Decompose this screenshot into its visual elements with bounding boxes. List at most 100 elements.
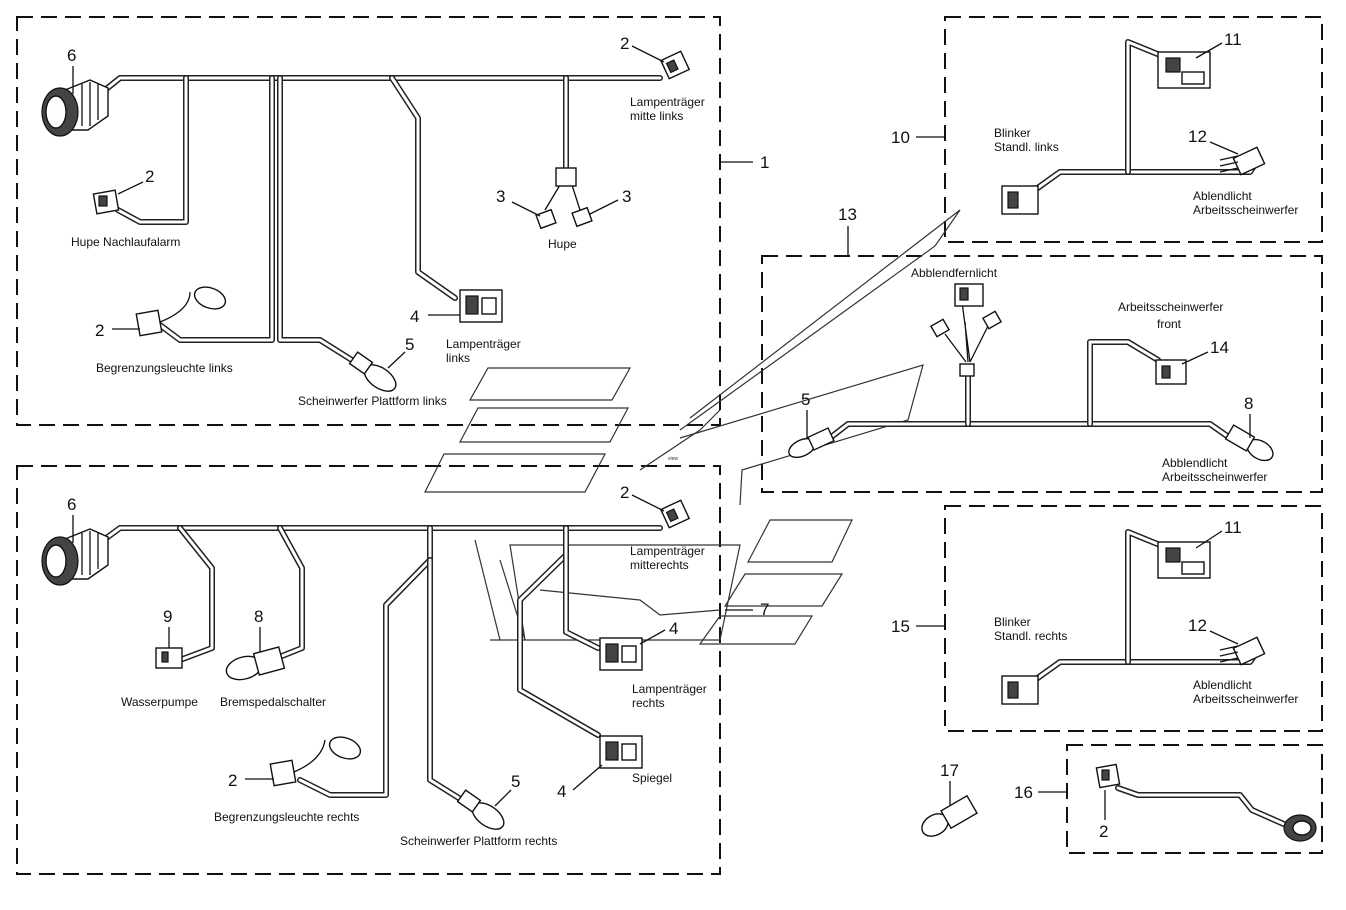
callout-2-begr-links: 2 [95,321,104,340]
label-abbl-arb-1: Abblendlicht [1162,456,1228,470]
callout-14: 14 [1210,338,1229,357]
connector-12-top [1219,146,1266,176]
callout-8-bremspedal: 8 [254,607,263,626]
callout-6-top: 6 [67,46,76,65]
label-blinker-rechts-1: Blinker [994,615,1031,629]
label-arb-front-1: Arbeitsscheinwerfer [1118,300,1223,314]
label-lamp-mitterechts-1: Lampenträger [630,544,705,558]
label-blinker-links-1: Blinker [994,126,1031,140]
callout-15: 15 [891,617,910,636]
callout-10: 10 [891,128,910,147]
harness-15-wires [1029,529,1261,685]
harness-16-wires [1115,785,1289,828]
connector-blinker-links [1001,185,1039,215]
callout-6-bottom: 6 [67,495,76,514]
label-begr-links: Begrenzungsleuchte links [96,361,233,375]
callout-9: 9 [163,607,172,626]
harness-13-wires [827,301,1233,441]
frame-harness-13 [761,255,1323,493]
callout-13: 13 [838,205,857,224]
connector-6-bottom [41,528,109,586]
label-begr-rechts: Begrenzungsleuchte rechts [214,810,359,824]
label-arb-front-2: front [1157,317,1182,331]
callout-2-hupe-nachlaufalarm: 2 [145,167,154,186]
label-lamp-links-1: Lampenträger [446,337,521,351]
label-abl-arb-1b: Arbeitsscheinwerfer [1193,203,1298,217]
connector-8-bremspedalschalter [225,646,286,681]
connector-5-schein-rechts [456,789,505,830]
frame-harness-10 [944,16,1323,243]
connector-3-hupe [535,167,593,230]
label-schein-rechts: Scheinwerfer Plattform rechts [400,834,557,848]
connector-8-harness-13 [1224,424,1274,462]
connector-2-begr-rechts [269,736,362,787]
callout-2-lamp-mitterechts: 2 [620,483,629,502]
connector-11-top [1157,51,1211,89]
callout-2-lamp-mitte-links: 2 [620,34,629,53]
label-lamp-links-2: links [446,351,470,365]
callout-5-schein-links: 5 [405,335,414,354]
callout-12-top: 12 [1188,127,1207,146]
callout-3-left: 3 [496,187,505,206]
callout-11-top: 11 [1224,30,1242,49]
label-hupe-nachlaufalarm: Hupe Nachlaufalarm [71,235,180,249]
callout-1: 1 [760,153,769,172]
connector-14 [1155,359,1187,385]
harness-1-wires [102,75,663,365]
connector-blinker-rechts [1001,675,1039,705]
connector-17 [921,794,978,837]
label-spiegel: Spiegel [632,771,672,785]
label-abbl-arb-2: Arbeitsscheinwerfer [1162,470,1267,484]
connector-4-lamp-rechts [599,637,643,671]
harness-overview-ghost: view [424,209,961,645]
ghost-tiny-label: view [668,456,678,462]
label-blinker-links-2: Standl. links [994,140,1059,154]
frame-harness-16 [1066,744,1323,854]
harness-bottom-wires [102,525,663,803]
label-lamp-mitte-links-2: mitte links [630,109,683,123]
frame-harness-1 [16,16,721,426]
callout-17: 17 [940,761,959,780]
label-abblendfernlicht: Abblendfernlicht [911,266,998,280]
callout-4-lamp-rechts: 4 [669,619,678,638]
connector-4-lamp-links [459,289,503,323]
callout-4-lamp-links: 4 [410,307,419,326]
callout-16: 16 [1014,783,1033,802]
connector-2-harness-16 [1095,763,1121,789]
label-abl-arb-2a: Ablendlicht [1193,678,1252,692]
label-blinker-rechts-2: Standl. rechts [994,629,1067,643]
label-lamp-rechts-2: rechts [632,696,665,710]
connector-12-bottom [1219,636,1266,666]
connector-2-lamp-mitte-links [659,50,691,80]
label-abl-arb-1a: Ablendlicht [1193,189,1252,203]
callout-2-harness-16: 2 [1099,822,1108,841]
connector-11-bottom [1157,541,1211,579]
frame-harness-bottom [16,465,721,875]
connector-2-begr-links [135,286,227,337]
connector-9-wasserpumpe [155,647,183,669]
callout-5-schein-rechts: 5 [511,772,520,791]
label-lamp-mitterechts-2: mitterechts [630,558,689,572]
label-lamp-mitte-links-1: Lampenträger [630,95,705,109]
callout-7: 7 [760,600,769,619]
harness-10-wires [1029,39,1261,195]
connector-4-spiegel [599,735,643,769]
callout-8-harness-13: 8 [1244,394,1253,413]
callout-2-begr-rechts: 2 [228,771,237,790]
connector-5-harness-13 [788,427,835,459]
connector-abblendfernlicht [929,283,1003,377]
connector-plug-harness-16 [1283,814,1317,842]
connector-2-lamp-mitterechts [659,499,691,529]
label-wasserpumpe: Wasserpumpe [121,695,198,709]
connector-6-top [41,79,109,137]
connector-5-schein-links [348,351,397,392]
frame-harness-15 [944,505,1323,732]
callout-5-harness-13: 5 [801,390,810,409]
label-lamp-rechts-1: Lampenträger [632,682,707,696]
label-bremspedalschalter: Bremspedalschalter [220,695,326,709]
callout-3-right: 3 [622,187,631,206]
label-abl-arb-2b: Arbeitsscheinwerfer [1193,692,1298,706]
callout-12-bottom: 12 [1188,616,1207,635]
label-hupe: Hupe [548,237,577,251]
